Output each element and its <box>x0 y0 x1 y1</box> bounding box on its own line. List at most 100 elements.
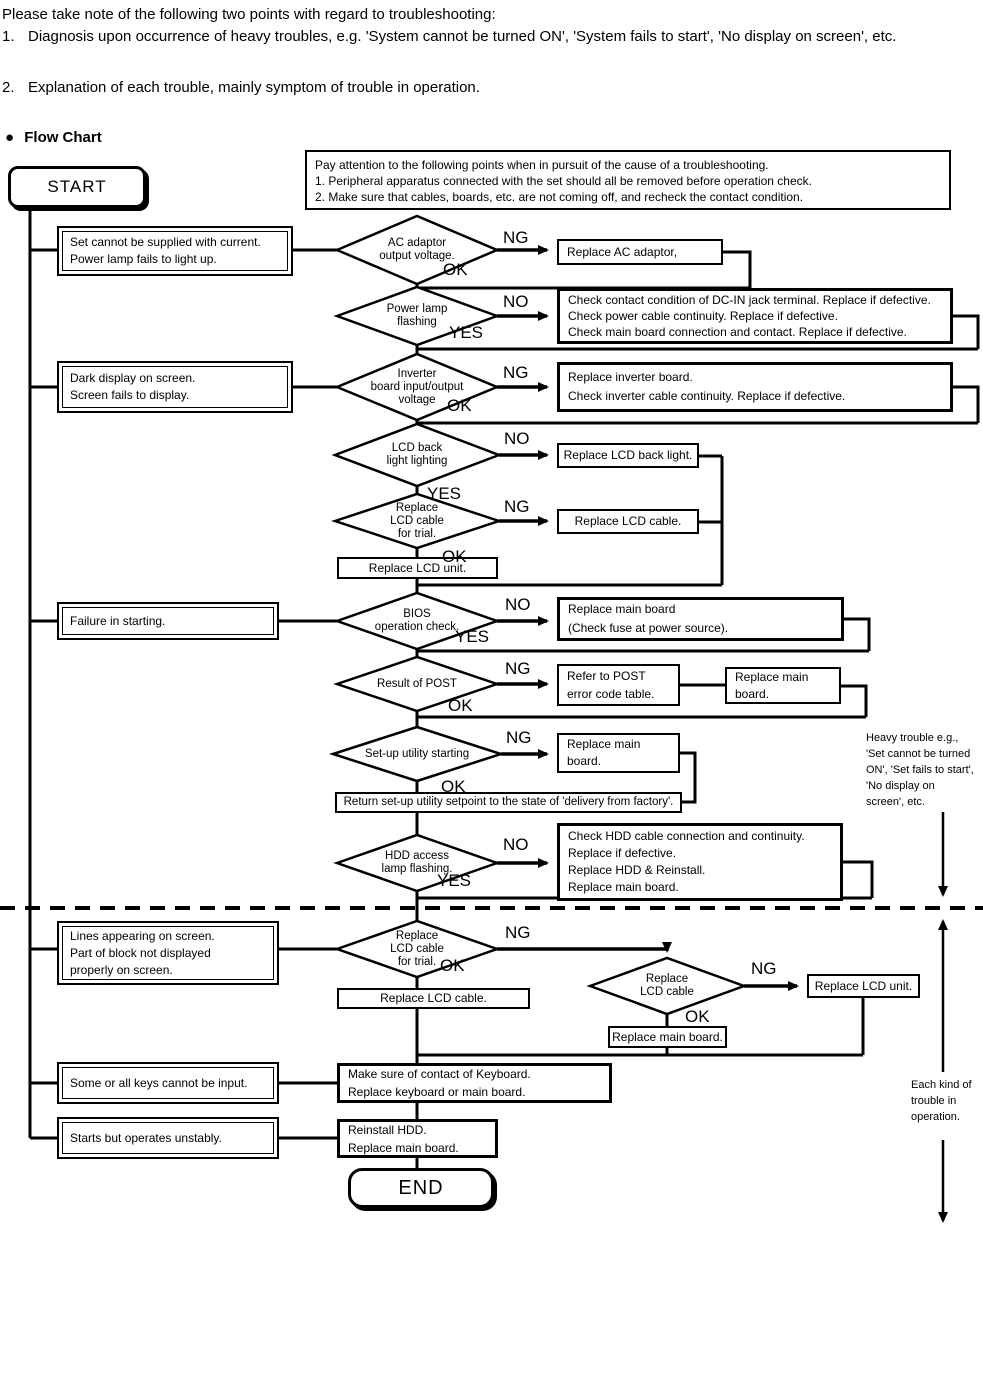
decision-lcd-cable2-shape <box>586 956 748 1016</box>
text-line: Screen fails to display. <box>70 388 190 402</box>
branch-label-ok: OK <box>441 777 466 796</box>
decision-ac-adaptor-label: AC adaptor output voltage. <box>345 222 489 278</box>
text-line: Set cannot be supplied with current. <box>70 235 261 249</box>
text-line: operation check. <box>374 621 460 633</box>
action-replace-lcd-unit2: Replace LCD unit. <box>807 974 920 998</box>
text-line: lamp flashing. <box>381 863 453 875</box>
text-line: light lighting <box>386 455 448 467</box>
action-replace-backlight: Replace LCD back light. <box>557 443 699 468</box>
text-line: Reinstall HDD. <box>348 1122 427 1137</box>
branch-label-ok: OK <box>442 547 467 566</box>
action-replace-lcd-cable: Replace LCD cable. <box>557 509 699 534</box>
text-line: Replace LCD unit. <box>368 560 467 575</box>
decision-diamonds <box>328 214 748 1016</box>
branch-label-no: NO <box>505 595 531 614</box>
branch-label-ng: NG <box>505 923 531 942</box>
text-line: 2. Make sure that cables, boards, etc. a… <box>315 190 804 204</box>
action-reinstall-hdd: Reinstall HDD. Replace main board. <box>337 1119 498 1158</box>
text-line: Replace LCD cable. <box>380 991 487 1005</box>
annotation-each-trouble: Each kind of trouble in operation. <box>911 1077 983 1125</box>
text-line: Replace main board. <box>735 669 809 701</box>
bullet-icon: ● <box>5 129 15 146</box>
text-line: Replace main board. <box>348 1140 459 1155</box>
text-line: screen', etc. <box>866 796 925 808</box>
numbered-item-1: 1. Diagnosis upon occurrence of heavy tr… <box>2 25 963 49</box>
decision-hdd-lamp-label: HDD access lamp flashing. <box>340 837 494 889</box>
text-line: Pay attention to the following points wh… <box>315 158 769 172</box>
text-line: for trial. <box>397 527 437 540</box>
action-replace-mainboard-post: Replace main board. <box>725 667 841 704</box>
decision-post-shape <box>333 655 501 713</box>
decision-power-lamp-shape <box>333 285 501 347</box>
decision-lcd-cable-trial2-shape <box>333 919 501 979</box>
text-line: Power lamp fails to light up. <box>70 252 217 266</box>
text-line: Check contact condition of DC-IN jack te… <box>568 293 931 307</box>
text-line: Replace LCD unit. <box>814 978 913 993</box>
text-line: flashing <box>397 316 437 328</box>
decision-power-lamp-label: Power lamp flashing <box>345 290 489 342</box>
text-line: Some or all keys cannot be input. <box>70 1075 248 1090</box>
text-line: ON', 'Set fails to start', <box>866 764 974 776</box>
text-line: Part of block not displayed <box>70 945 211 960</box>
text-line: Failure in starting. <box>70 613 166 628</box>
text-line: Check power cable continuity. Replace if… <box>568 309 838 323</box>
text-line: (Check fuse at power source). <box>568 621 729 635</box>
text-line: Replace <box>645 973 689 985</box>
branch-label-no: NO <box>503 835 529 854</box>
decision-lcd-cable2-label: Replace LCD cable <box>595 960 739 1012</box>
action-replace-lcd-unit: Replace LCD unit. <box>337 557 498 579</box>
branch-arrows <box>497 245 799 991</box>
decision-hdd-lamp-shape <box>333 833 501 893</box>
text-line: Result of POST <box>377 677 457 690</box>
item-text: Diagnosis upon occurrence of heavy troub… <box>28 28 897 45</box>
branch-label-no: NO <box>504 429 530 448</box>
symptom-power: Set cannot be supplied with current. Pow… <box>57 226 293 276</box>
text-line: Replace LCD back light. <box>563 448 693 462</box>
branch-label-ng: NG <box>503 228 529 247</box>
text-line: Check HDD cable connection and continuit… <box>568 829 805 843</box>
action-mainboard-fuse: Replace main board (Check fuse at power … <box>557 597 844 641</box>
decision-ac-adaptor-shape <box>333 214 501 286</box>
action-inverter-checks: Replace inverter board. Check inverter c… <box>557 362 953 412</box>
text-line: Replace main board. <box>612 1029 723 1044</box>
text-line: Check main board connection and contact.… <box>568 325 907 339</box>
item-number: 1. <box>2 28 15 45</box>
text-line: error code table. <box>567 687 655 701</box>
text-line: Replace <box>395 929 439 942</box>
text-line: AC adaptor <box>387 237 447 249</box>
item-text: Explanation of each trouble, mainly symp… <box>28 79 480 96</box>
text-line: Replace main board. <box>567 737 641 768</box>
end-terminal: END <box>348 1168 494 1208</box>
text-line: LCD back <box>391 442 443 454</box>
action-replace-ac-adaptor: Replace AC adaptor, <box>557 239 723 265</box>
start-terminal: START <box>8 166 146 208</box>
decision-lcd-cable-trial-shape <box>331 492 503 550</box>
decision-bios-shape <box>333 591 501 651</box>
text-line: Replace if defective. <box>568 846 677 860</box>
branch-label-yes: YES <box>455 627 490 646</box>
text-line: Starts but operates unstably. <box>70 1130 222 1145</box>
text-line: HDD access <box>385 850 449 862</box>
action-keyboard: Make sure of contact of Keyboard. Replac… <box>337 1063 612 1103</box>
text-line: output voltage. <box>379 250 455 262</box>
text-line: Lines appearing on screen. <box>70 928 215 943</box>
decision-backlight-shape <box>331 422 503 488</box>
text-line: Check inverter cable continuity. Replace… <box>568 389 846 403</box>
text-line: Replace HDD & Reinstall. <box>568 863 706 877</box>
text-line: Power lamp <box>386 303 448 315</box>
symptom-keys: Some or all keys cannot be input. <box>57 1062 279 1104</box>
decision-post-label: Result of POST <box>340 660 494 708</box>
symptom-lines: Lines appearing on screen. Part of block… <box>57 921 279 985</box>
text-line: properly on screen. <box>70 962 173 977</box>
text-line: Replace main board <box>568 602 676 616</box>
text-line: for trial. <box>397 955 437 968</box>
intro-text: Please take note of the following two po… <box>2 6 496 23</box>
symptom-keys-inner: Some or all keys cannot be input. <box>62 1067 274 1099</box>
text-line: Dark display on screen. <box>70 371 196 385</box>
text-line: Heavy trouble e.g., <box>866 732 959 744</box>
text-line: Replace main board. <box>568 880 679 894</box>
text-line: LCD cable <box>390 942 444 955</box>
action-setup-return: Return set-up utility setpoint to the st… <box>335 792 682 813</box>
branch-label-ng: NG <box>504 497 530 516</box>
